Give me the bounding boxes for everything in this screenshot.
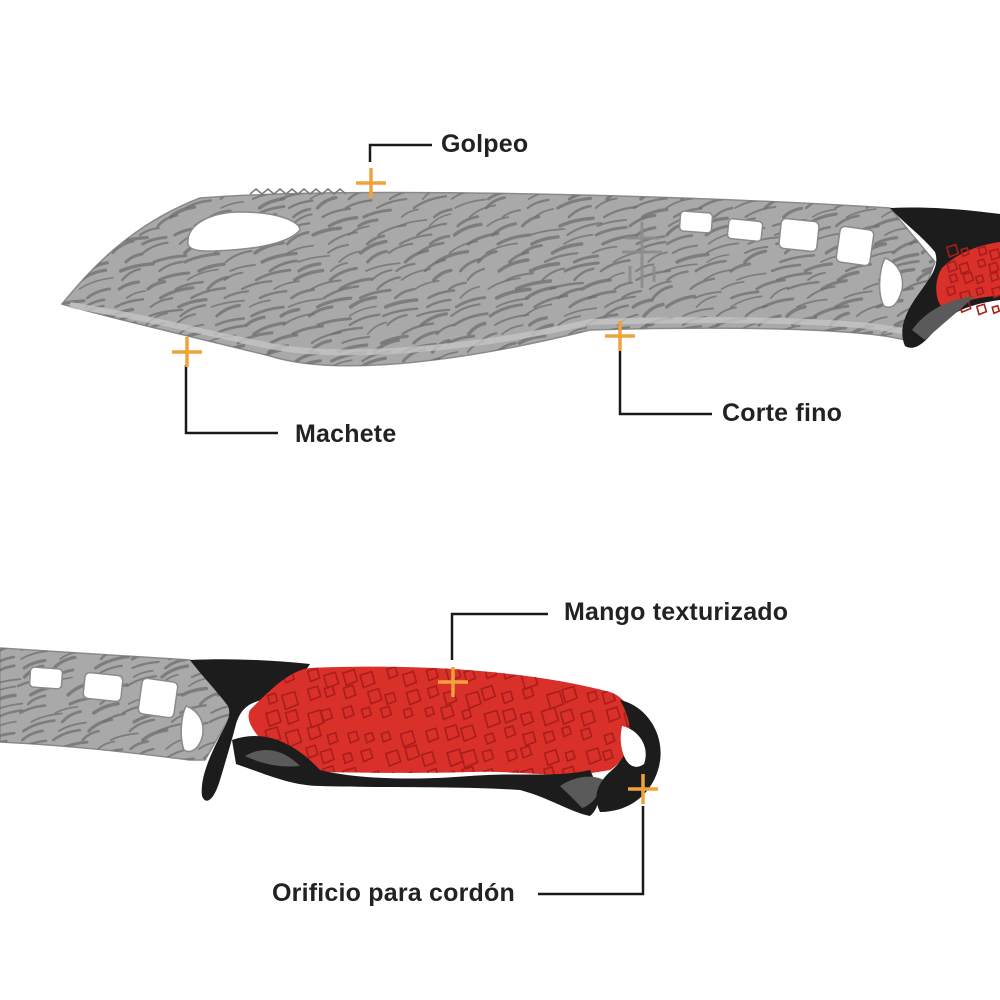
blade-spine-serration: [249, 188, 347, 195]
leader-line-corte-fino: [618, 350, 712, 416]
plus-marker-icon: [172, 337, 202, 367]
blade-tip-cutout: [187, 211, 301, 252]
gerber-logo-icon: [622, 222, 662, 288]
plus-marker-icon: [628, 774, 658, 804]
callout-corte-fino: Corte fino: [722, 399, 843, 427]
handle-gray-accent: [560, 776, 604, 808]
blade-cutout: [678, 210, 714, 234]
blade-cutout: [726, 217, 764, 243]
handle-lower-black: [232, 735, 599, 816]
top-handle-gray-accent: [912, 296, 975, 340]
handle-bolster: [190, 659, 310, 801]
blade-cutout: [28, 666, 64, 690]
leader-line-mango: [450, 612, 548, 660]
handle-gray-accent: [245, 750, 300, 767]
bottom-knife: [0, 647, 661, 816]
handle-grip-texture: [261, 666, 634, 775]
plus-marker-icon: [356, 168, 386, 198]
callout-machete: Machete: [295, 420, 397, 448]
plus-marker-icon: [438, 667, 468, 697]
blade-cutout: [82, 671, 124, 703]
blade-edge-bevel: [69, 302, 906, 356]
leader-line-machete: [184, 365, 278, 435]
callout-mango-texturizado: Mango texturizado: [564, 598, 789, 626]
callout-orificio-cordon: Orificio para cordón: [272, 879, 515, 907]
blade-cutout: [878, 257, 904, 308]
lanyard-hole: [620, 726, 646, 767]
blade-cutout: [835, 225, 875, 267]
callout-golpeo: Golpeo: [441, 130, 529, 158]
leader-line-golpeo: [368, 143, 432, 162]
markers: [172, 168, 658, 804]
blade-cutout: [137, 677, 179, 719]
blade-cutout: [180, 705, 204, 753]
blade-cutout: [778, 217, 820, 253]
top-knife: [60, 188, 1000, 367]
leader-line-orificio: [538, 806, 645, 896]
plus-marker-icon: [605, 321, 635, 351]
leader-lines: [184, 143, 712, 896]
